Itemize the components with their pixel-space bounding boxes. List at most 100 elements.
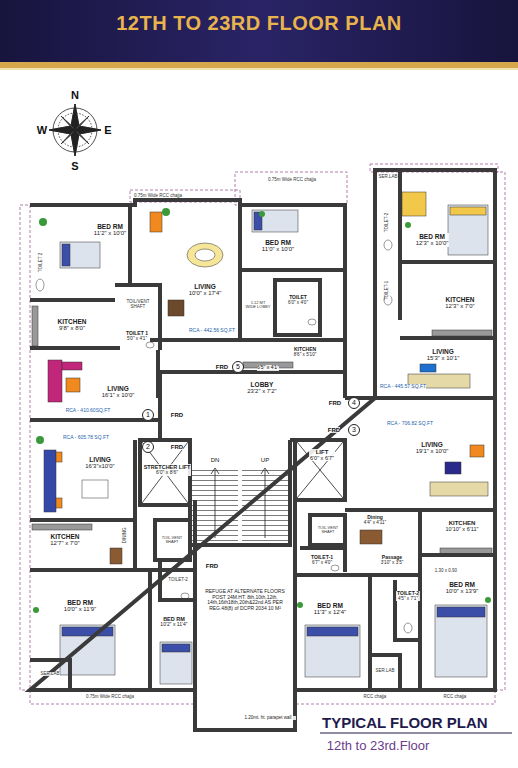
room-label: LIVING16'3"x10'0" xyxy=(84,456,115,470)
room-label: TOILET-16'7" x 4'0" xyxy=(310,555,334,566)
plan-label: 12th to 23rd.Floor xyxy=(327,739,430,753)
room-dimension: 4'5" x 7'1" xyxy=(397,596,419,601)
room-label: Dining4'4" x 4'11" xyxy=(363,515,387,526)
plan-label: S xyxy=(71,160,78,172)
plan-label: TOILET-2 xyxy=(168,578,187,583)
room-name: KITCHEN xyxy=(294,347,317,353)
room-dimension: 6'7" x 4'0" xyxy=(311,560,333,565)
room-dimension: 15'3" x 10'1" xyxy=(427,355,460,362)
plan-label: FRD xyxy=(329,400,341,407)
plan-label: SER.LAB xyxy=(378,175,397,180)
room-label: BED RM12'3" x 10'0" xyxy=(415,233,450,247)
room-dimension: 6'0" x 8'6" xyxy=(144,470,191,476)
room-name: Dining xyxy=(364,515,386,521)
room-label: KITCHEN8'6" x 5'10" xyxy=(293,347,318,358)
caption-text: TYPICAL FLOOR PLAN xyxy=(322,714,488,731)
room-name: LIVING xyxy=(416,441,449,448)
room-name: KITCHEN xyxy=(446,520,479,527)
room-name: BED RM xyxy=(64,599,96,606)
room-label: TOILET6'0" x 4'0" xyxy=(287,295,309,306)
plan-label: 0.75m Wide RCC chajja xyxy=(268,178,316,183)
callout-number: 5 xyxy=(236,363,240,370)
room-dimension: 12'7" x 7'0" xyxy=(50,540,79,547)
room-dimension: 11'2" x 10'0" xyxy=(94,230,126,237)
plan-label: W xyxy=(37,124,47,136)
room-name: BED RM xyxy=(446,581,479,588)
room-dimension: 10'10" x 6'11" xyxy=(446,526,479,532)
room-dimension: 10'0" x 13'9" xyxy=(446,588,479,595)
room-name: TOILET-1 xyxy=(311,555,333,561)
plan-label: RCA - 442.56 SQ.FT xyxy=(189,328,235,334)
room-label: LOBBY23'2" x 7'2" xyxy=(246,381,277,395)
plan-label: RCA - 410.60SQ.FT xyxy=(66,408,111,414)
plan-label: REFUGE AT ALTERNATE FLOORS POST 24M.HT. … xyxy=(199,589,291,611)
plan-label: 1.20mt. ht. parapet wall xyxy=(240,716,296,721)
room-dimension: 11'3" x 12'4" xyxy=(314,609,346,616)
room-dimension: 9'8" x 8'0" xyxy=(58,325,87,332)
room-name: LIVING xyxy=(427,348,460,355)
callout-number: 3 xyxy=(352,426,356,433)
room-dimension: 3'10" x 3'5" xyxy=(381,560,404,565)
room-dimension: 10'0" x 17'4" xyxy=(189,290,222,297)
room-label: BED RM11'3" x 12'4" xyxy=(313,602,347,616)
plan-label: FRD xyxy=(328,427,340,434)
room-name: LIVING xyxy=(85,456,114,463)
circled-number: 1 xyxy=(142,409,154,421)
plan-label: N xyxy=(71,89,79,101)
plan-label: RCC chajja xyxy=(364,695,387,700)
room-dimension: 12'3" x 10'0" xyxy=(416,240,449,247)
room-label: BED RM10'0" x 11'9" xyxy=(63,599,97,613)
callout-number: 1 xyxy=(146,411,150,418)
room-name: LIVING xyxy=(189,283,222,290)
room-name: TOILET-2 xyxy=(397,591,419,597)
room-label: LIVING10'0" x 17'4" xyxy=(188,283,223,297)
room-label: BED RM10'2" x 11'4" xyxy=(159,616,188,628)
room-dimension: 16'1" x 10'0" xyxy=(102,392,135,399)
room-dimension: 19'1" x 10'0" xyxy=(416,448,449,455)
room-name: Passage xyxy=(381,555,404,561)
room-label: KITCHEN12'7" x 7'0" xyxy=(49,533,80,547)
plan-label: RCA - 706.82 SQ.FT xyxy=(387,421,433,427)
room-dimension: 8'6" x 5'10" xyxy=(294,352,317,357)
plan-label: DINING xyxy=(124,527,129,543)
circled-number: 5 xyxy=(232,361,244,373)
room-name: BED RM xyxy=(94,223,126,230)
room-label: TOILET-24'5" x 7'1" xyxy=(396,591,420,602)
room-name: LIFT xyxy=(310,449,334,456)
room-name: BED RM xyxy=(314,602,346,609)
room-label: KITCHEN12'3" x 7'0" xyxy=(444,296,475,310)
plan-label: FRD xyxy=(216,364,228,371)
room-label: STRETCHER LIFT6'0" x 8'6" xyxy=(143,464,192,476)
room-label: LIVING15'3" x 10'1" xyxy=(426,348,461,362)
room-dimension: 6'0" x 6'7" xyxy=(310,455,334,461)
room-name: BED RM xyxy=(416,233,449,240)
room-label: KITCHEN9'8" x 8'0" xyxy=(57,318,88,332)
plan-label: 1.30 x 0.90 xyxy=(435,569,457,574)
plan-label: UP xyxy=(261,457,269,464)
plan-label: TOIL/VENT SHAFT xyxy=(121,300,155,310)
room-label: LIFT6'0" x 6'7" xyxy=(309,449,335,462)
plan-label: FRD xyxy=(171,412,183,419)
room-name: LOBBY xyxy=(247,381,276,388)
room-label: BED RM11'0" x 10'0" xyxy=(261,239,295,253)
room-label: BED RM10'0" x 13'9" xyxy=(445,581,480,595)
room-dimension: 4'4" x 4'11" xyxy=(364,520,386,525)
plan-label: 0.75m Wide RCC chajja xyxy=(86,695,134,700)
plan-label: FRD xyxy=(171,444,183,451)
circled-number: 2 xyxy=(142,441,154,453)
room-dimension: 10'2" x 11'4" xyxy=(160,622,187,628)
room-label: LIVING16'1" x 10'0" xyxy=(101,385,136,399)
title-text: 12TH TO 23RD FLOOR PLAN xyxy=(0,12,518,35)
plan-label: TOILET-1 xyxy=(386,280,391,299)
room-dimension: 6'0" x 4'0" xyxy=(288,300,308,305)
room-name: LIVING xyxy=(102,385,135,392)
room-label: LIVING19'1" x 10'0" xyxy=(415,441,450,455)
plan-label: 6'5" x 4'1" xyxy=(257,365,279,371)
plan-label: SER.LAB xyxy=(40,672,59,677)
plan-label: RCC chajja xyxy=(444,695,467,700)
room-name: KITCHEN xyxy=(445,296,474,303)
room-dimension: 23'2" x 7'2" xyxy=(247,388,276,395)
plan-label: TOIL.VENT SHAFT xyxy=(313,526,343,535)
plan-label: RCA - 605.78 SQ.FT xyxy=(63,435,109,441)
